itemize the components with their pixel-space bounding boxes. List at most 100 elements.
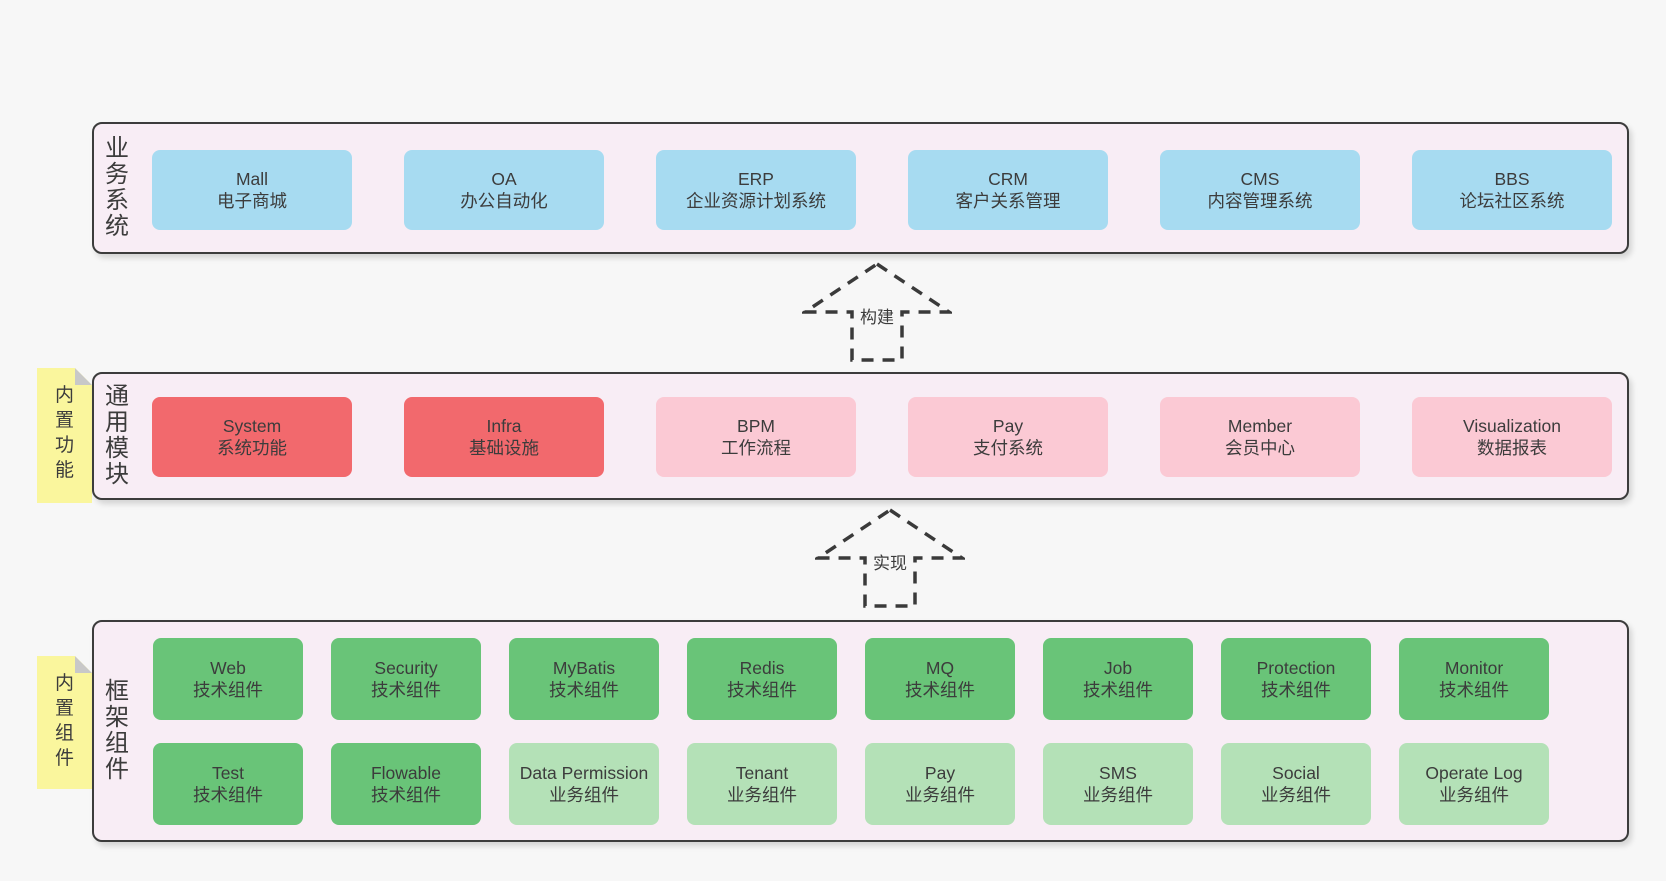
box-desc: 技术组件: [371, 680, 441, 700]
box-name: Pay: [992, 416, 1024, 436]
box-test: Test 技术组件: [153, 743, 303, 825]
box-erp: ERP 企业资源计划系统: [656, 150, 856, 230]
box-desc: 技术组件: [549, 680, 619, 700]
box-desc: 企业资源计划系统: [686, 191, 826, 211]
box-name: Mall: [235, 169, 269, 189]
box-name: CRM: [988, 169, 1028, 189]
box-data-permission: Data Permission 业务组件: [509, 743, 659, 825]
box-protection: Protection 技术组件: [1221, 638, 1371, 720]
box-desc: 技术组件: [905, 680, 975, 700]
box-name: Job: [1103, 658, 1133, 678]
tech-components-row: Web 技术组件 Security 技术组件 MyBatis 技术组件 Redi…: [153, 638, 1549, 720]
box-desc: 业务组件: [1261, 785, 1331, 805]
sticky-note-label: 内置功能: [54, 385, 74, 481]
box-flowable: Flowable 技术组件: [331, 743, 481, 825]
box-infra: Infra 基础设施: [404, 397, 604, 477]
box-name: Infra: [486, 416, 522, 436]
box-mall: Mall 电子商城: [152, 150, 352, 230]
box-desc: 业务组件: [1083, 785, 1153, 805]
band-label-business-systems: 业务系统: [105, 135, 129, 240]
box-desc: 业务组件: [1439, 785, 1509, 805]
box-desc: 支付系统: [973, 438, 1043, 458]
box-name: Operate Log: [1425, 763, 1523, 783]
box-name: Protection: [1256, 658, 1336, 678]
box-mybatis: MyBatis 技术组件: [509, 638, 659, 720]
band-label-framework-components: 框架组件: [105, 678, 129, 783]
up-arrow-icon: [802, 261, 952, 362]
box-visualization: Visualization 数据报表: [1412, 397, 1612, 477]
box-desc: 技术组件: [1439, 680, 1509, 700]
box-oa: OA 办公自动化: [404, 150, 604, 230]
implement-arrow: 实现: [815, 506, 965, 610]
box-name: BBS: [1494, 169, 1530, 189]
box-desc: 技术组件: [1261, 680, 1331, 700]
box-desc: 电子商城: [217, 191, 287, 211]
box-desc: 论坛社区系统: [1459, 191, 1565, 211]
box-desc: 系统功能: [217, 438, 287, 458]
box-name: OA: [491, 169, 517, 189]
box-system: System 系统功能: [152, 397, 352, 477]
box-name: Security: [374, 658, 438, 678]
box-job: Job 技术组件: [1043, 638, 1193, 720]
arrow-label: 构建: [856, 302, 898, 329]
sticky-note-label: 内置组件: [54, 673, 74, 769]
box-operate-log: Operate Log 业务组件: [1399, 743, 1549, 825]
box-desc: 技术组件: [1083, 680, 1153, 700]
box-social: Social 业务组件: [1221, 743, 1371, 825]
box-mq: MQ 技术组件: [865, 638, 1015, 720]
box-pay-component: Pay 业务组件: [865, 743, 1015, 825]
box-desc: 办公自动化: [460, 191, 548, 211]
box-name: SMS: [1099, 763, 1137, 783]
common-modules-band: 通用模块 System 系统功能 Infra 基础设施 BPM 工作流程 Pay…: [92, 372, 1629, 500]
box-redis: Redis 技术组件: [687, 638, 837, 720]
box-member: Member 会员中心: [1160, 397, 1360, 477]
framework-components-band: 框架组件 Web 技术组件 Security 技术组件 MyBatis 技术组件…: [92, 620, 1629, 842]
box-desc: 会员中心: [1225, 438, 1295, 458]
box-name: Flowable: [370, 763, 442, 783]
business-systems-band: 业务系统 Mall 电子商城 OA 办公自动化 ERP 企业资源计划系统 CRM…: [92, 122, 1629, 254]
up-arrow-icon: [815, 507, 965, 608]
box-desc: 业务组件: [727, 785, 797, 805]
arrow-label: 实现: [869, 548, 911, 575]
box-name: System: [222, 416, 282, 436]
box-bpm: BPM 工作流程: [656, 397, 856, 477]
box-cms: CMS 内容管理系统: [1160, 150, 1360, 230]
box-monitor: Monitor 技术组件: [1399, 638, 1549, 720]
box-name: CMS: [1240, 169, 1280, 189]
framework-components-rows: Web 技术组件 Security 技术组件 MyBatis 技术组件 Redi…: [153, 638, 1549, 825]
box-web: Web 技术组件: [153, 638, 303, 720]
box-name: Member: [1227, 416, 1293, 436]
box-desc: 数据报表: [1477, 438, 1547, 458]
box-desc: 业务组件: [549, 785, 619, 805]
box-name: Redis: [739, 658, 785, 678]
box-name: Tenant: [735, 763, 789, 783]
box-desc: 工作流程: [721, 438, 791, 458]
box-name: Monitor: [1444, 658, 1504, 678]
box-name: Test: [211, 763, 245, 783]
box-pay-module: Pay 支付系统: [908, 397, 1108, 477]
box-name: BPM: [737, 416, 775, 436]
box-name: Social: [1272, 763, 1320, 783]
box-desc: 技术组件: [193, 680, 263, 700]
box-name: MQ: [925, 658, 955, 678]
box-desc: 内容管理系统: [1207, 191, 1313, 211]
box-name: MyBatis: [552, 658, 616, 678]
box-bbs: BBS 论坛社区系统: [1412, 150, 1612, 230]
business-systems-row: Mall 电子商城 OA 办公自动化 ERP 企业资源计划系统 CRM 客户关系…: [152, 150, 1612, 230]
box-name: Data Permission: [519, 763, 649, 783]
box-name: Web: [210, 658, 246, 678]
box-name: ERP: [738, 169, 774, 189]
box-name: Visualization: [1463, 416, 1561, 436]
box-security: Security 技术组件: [331, 638, 481, 720]
box-desc: 客户关系管理: [955, 191, 1061, 211]
sticky-note-built-in-components: 内置组件: [37, 656, 92, 789]
box-desc: 技术组件: [193, 785, 263, 805]
box-desc: 技术组件: [727, 680, 797, 700]
sticky-note-built-in-features: 内置功能: [37, 368, 92, 503]
box-name: Pay: [924, 763, 956, 783]
box-tenant: Tenant 业务组件: [687, 743, 837, 825]
common-modules-row: System 系统功能 Infra 基础设施 BPM 工作流程 Pay 支付系统…: [152, 397, 1612, 477]
box-desc: 技术组件: [371, 785, 441, 805]
box-crm: CRM 客户关系管理: [908, 150, 1108, 230]
